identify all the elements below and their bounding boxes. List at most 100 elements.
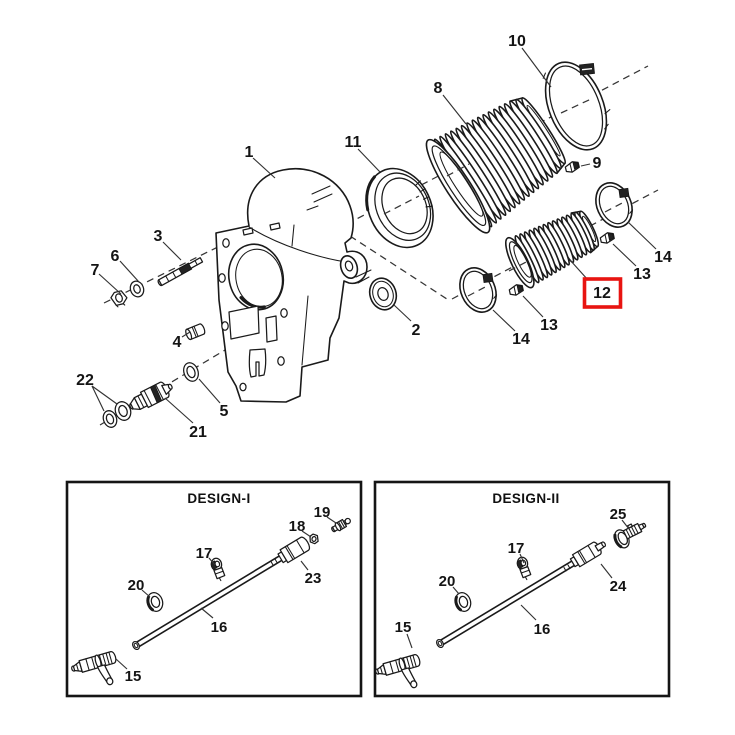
washers-part-22 — [102, 401, 132, 428]
leader-21 — [164, 397, 194, 424]
main-assembly-diagram: 1 2 3 4 5 6 7 8 9 10 11 12 13 14 13 14 2… — [76, 33, 672, 441]
housing-bolt-holes — [218, 238, 288, 392]
d2-label-17: 17 — [508, 540, 525, 557]
part-label-14-left: 14 — [512, 331, 530, 348]
washer-part-6 — [129, 280, 145, 298]
design-ii-section: DESIGN-II — [373, 480, 671, 698]
main-leader-lines — [91, 47, 657, 424]
part-label-22: 22 — [76, 372, 94, 389]
d2-label-20: 20 — [439, 573, 456, 590]
d2-leader-25 — [621, 519, 630, 530]
d1-crank-part-15 — [69, 649, 124, 695]
gimbal-housing-part-1 — [215, 168, 372, 403]
d1-leader-20 — [141, 589, 151, 598]
d1-leader-16 — [200, 607, 214, 619]
exhaust-bellows-part-12 — [505, 210, 600, 289]
d2-label-15: 15 — [395, 619, 412, 636]
d2-leader-24 — [600, 563, 613, 579]
design-i-box — [65, 480, 363, 698]
part-label-5: 5 — [220, 403, 229, 420]
plug-part-4 — [185, 323, 206, 341]
d2-crank-part-15 — [373, 652, 428, 698]
oring-part-5 — [183, 362, 199, 382]
d1-grommet-part-20 — [143, 589, 167, 615]
leader-6 — [119, 260, 140, 283]
leader-12 — [569, 259, 589, 281]
leader-4 — [181, 331, 191, 338]
d2-shaft-part-16 — [436, 558, 579, 649]
d1-leader-17 — [208, 557, 216, 566]
d1-coupler-part-23 — [277, 536, 311, 564]
d1-fitting-part-19 — [331, 517, 351, 533]
leader-14-left — [492, 309, 516, 332]
leader-3 — [162, 241, 182, 261]
d1-shaft-part-16 — [132, 552, 288, 651]
design-i-title: DESIGN-I — [187, 491, 250, 506]
part-label-21: 21 — [189, 424, 207, 441]
shift-assembly-part-21 — [129, 381, 173, 410]
d1-label-18: 18 — [289, 518, 306, 535]
d2-label-24: 24 — [610, 578, 627, 595]
main-part-labels: 1 2 3 4 5 6 7 8 9 10 11 12 13 14 13 14 2… — [76, 33, 672, 441]
design-ii-box — [373, 480, 671, 698]
d2-part-labels: 25 17 20 24 16 15 — [395, 506, 627, 638]
d1-label-16: 16 — [211, 619, 228, 636]
nut-part-7 — [110, 290, 128, 308]
axis-overlay-dashes — [383, 98, 625, 297]
d1-leader-lines — [115, 516, 337, 670]
leader-1 — [252, 157, 276, 179]
d2-label-16: 16 — [534, 621, 551, 638]
pivot-shaft-part-3 — [157, 257, 204, 287]
leader-2 — [393, 304, 412, 322]
d2-leader-15 — [406, 633, 413, 649]
part-label-14-right: 14 — [654, 249, 672, 266]
part-label-6: 6 — [111, 248, 120, 265]
leader-10 — [521, 47, 552, 88]
d2-leader-20 — [452, 586, 460, 595]
part-label-4: 4 — [173, 334, 182, 351]
d1-leader-18 — [301, 530, 312, 538]
part-label-10: 10 — [508, 33, 526, 50]
axis-seal — [349, 235, 451, 302]
d1-nut-part-18 — [309, 533, 319, 545]
d2-coupler-part-24 — [569, 541, 607, 568]
design-ii-title: DESIGN-II — [492, 491, 559, 506]
leader-13-left — [522, 295, 544, 318]
clip-part-9 — [563, 159, 581, 175]
d1-leader-23 — [300, 560, 309, 571]
axis-shaft3 — [103, 242, 227, 304]
leader-13-right — [612, 243, 637, 267]
part-label-12: 12 — [593, 285, 611, 302]
d1-label-23: 23 — [305, 570, 322, 587]
d2-leader-lines — [406, 519, 630, 649]
d1-leader-15 — [115, 658, 128, 670]
d2-grommet-part-20 — [451, 589, 475, 615]
part-label-8: 8 — [434, 80, 443, 97]
clamp-part-14-left — [459, 267, 498, 313]
part-label-3: 3 — [154, 228, 163, 245]
d2-label-25: 25 — [610, 506, 627, 523]
design-i-section: DESIGN-I — [65, 480, 363, 698]
d2-retainer-part-17 — [515, 555, 533, 582]
part-label-13-left: 13 — [540, 317, 558, 334]
highlight-box-part-12 — [582, 277, 623, 309]
clip-part-13-right — [598, 231, 616, 245]
bellows-part-8 — [425, 97, 567, 234]
leader-9 — [580, 163, 591, 167]
clamp-part-14-right — [595, 182, 634, 228]
leader-5 — [198, 378, 221, 404]
part-label-11: 11 — [345, 134, 362, 151]
ring-part-11 — [365, 167, 434, 249]
d2-leader-16 — [520, 604, 537, 621]
part-label-9: 9 — [593, 155, 602, 172]
d1-label-17: 17 — [196, 545, 213, 562]
clip-part-13-left — [507, 283, 525, 297]
part-label-7: 7 — [91, 262, 100, 279]
seal-part-2 — [368, 277, 398, 311]
leader-7 — [98, 273, 122, 295]
d1-part-labels: 19 18 17 23 20 16 15 — [125, 504, 331, 685]
d1-label-19: 19 — [314, 504, 331, 521]
d1-label-20: 20 — [128, 577, 145, 594]
